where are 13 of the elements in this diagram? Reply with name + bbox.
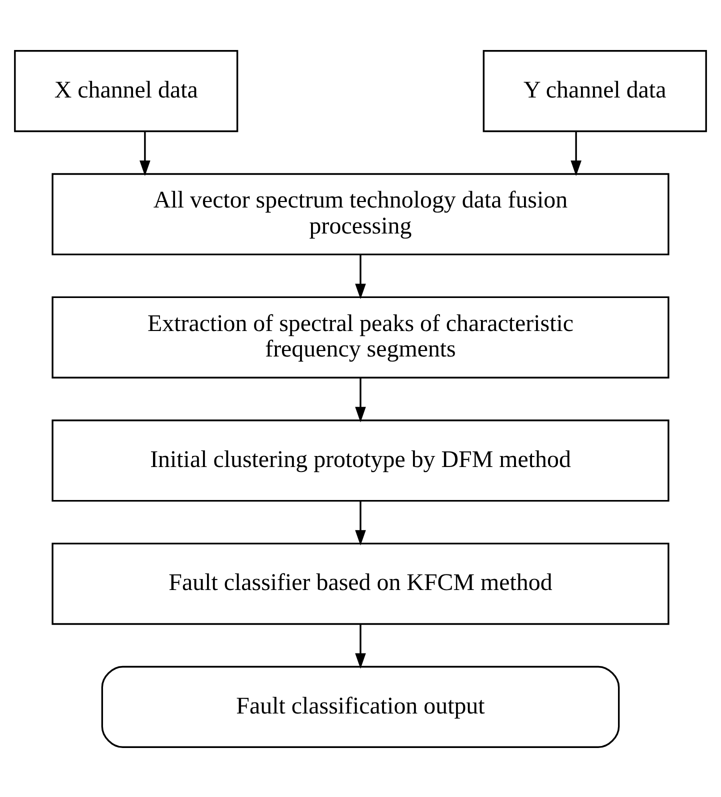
arrow [570, 130, 582, 176]
arrow [140, 130, 150, 176]
node-box: X channel data [14, 50, 238, 132]
arrow [355, 624, 366, 668]
arrow [355, 500, 366, 546]
arrow [355, 254, 366, 299]
node-box: All vector spectrum technology data fusion processing [52, 172, 670, 255]
node-box: Extraction of spectral peaks of characteristic frequency segments [52, 296, 670, 378]
node-box: Y channel data [482, 50, 707, 132]
node-box: Initial clustering prototype by DFM method [52, 419, 670, 502]
arrow [355, 377, 366, 422]
node-box: Fault classifier based on KFCM method [52, 542, 670, 624]
node-box: Fault classification output [101, 665, 620, 748]
